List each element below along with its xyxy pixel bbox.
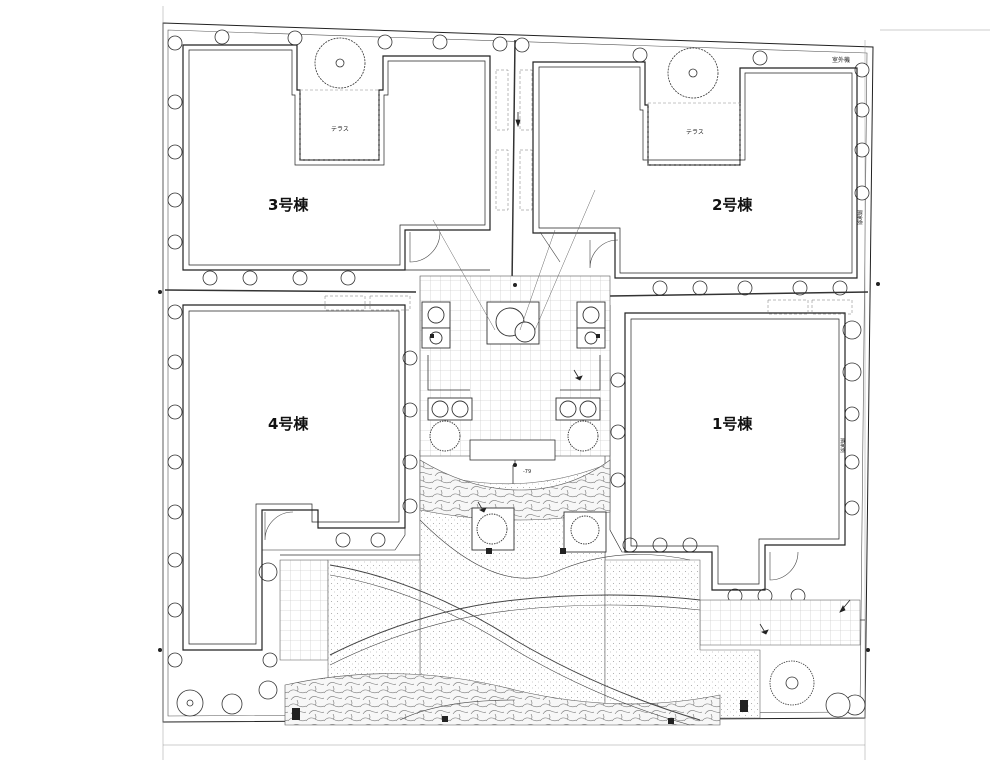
terrace-label-right: テラス: [686, 129, 704, 136]
planter-boxes: [421, 301, 607, 553]
flow-arrows: [477, 112, 851, 635]
level-marker-label: -79: [523, 469, 531, 475]
utility-lines: [427, 189, 601, 391]
gravel-areas: [327, 464, 761, 721]
site-boundary: [162, 6, 990, 760]
dashed-features: [324, 69, 853, 315]
building-3-outline: [182, 44, 491, 271]
building-1-outline: [609, 305, 846, 591]
side-label-lower: 隣家側: [839, 438, 846, 453]
door-swings: [264, 231, 799, 581]
labels: 3号棟 2号棟 4号棟 1号棟 テラス テラス 室外機 隣家側 隣家側 -79: [268, 56, 863, 475]
terrace-label-left: テラス: [331, 126, 349, 133]
markers: [158, 282, 880, 724]
side-label-upper: 隣家側: [856, 210, 863, 225]
building-1-label: 1号棟: [712, 415, 753, 433]
building-2-outline: [532, 61, 858, 279]
building-4-outline: [182, 304, 406, 651]
building-2-label: 2号棟: [712, 196, 753, 214]
large-trees: [176, 37, 851, 718]
building-3-label: 3号棟: [268, 196, 309, 214]
outdoor-unit-label: 室外機: [832, 56, 850, 64]
building-4-label: 4号棟: [268, 415, 309, 433]
tiled-strips: [279, 559, 861, 661]
path-curves: [329, 519, 701, 726]
